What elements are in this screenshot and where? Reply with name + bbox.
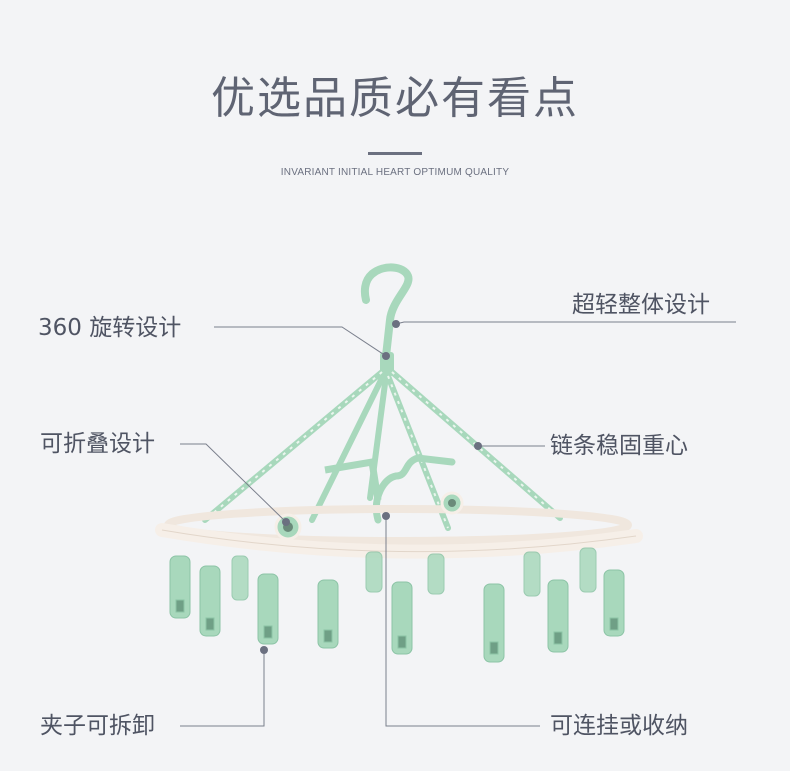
clip [391, 581, 413, 655]
page-subtitle: INVARIANT INITIAL HEART OPTIMUM QUALITY [280, 167, 510, 178]
clip [523, 551, 541, 597]
clip [169, 555, 191, 619]
leader-fold [180, 443, 287, 523]
clip [231, 555, 249, 601]
callout-clips: 夹子可拆卸 [40, 713, 155, 739]
callout-rotate: 360 旋转设计 [38, 315, 182, 341]
clothes-clips [169, 547, 625, 663]
leader-dots [260, 320, 482, 654]
clip [365, 551, 383, 593]
hanger-chains [202, 369, 563, 531]
callout-hang: 可连挂或收纳 [550, 713, 688, 739]
callout-fold: 可折叠设计 [40, 431, 155, 457]
leader-lines [180, 321, 736, 727]
clip [579, 547, 597, 593]
clip [257, 573, 279, 645]
clip [603, 569, 625, 637]
clip [317, 579, 339, 649]
hanger-arm [324, 457, 382, 501]
leader-clips [180, 650, 265, 727]
clip [483, 583, 505, 663]
clip [427, 553, 445, 595]
hanger-arm-hook [373, 454, 456, 524]
hanger-hook [360, 263, 413, 360]
page-title: 优选品质必有看点 [211, 73, 579, 124]
callout-chain: 链条稳固重心 [550, 433, 688, 459]
leader-rotate [214, 326, 387, 357]
title-divider [368, 152, 422, 155]
callout-light: 超轻整体设计 [572, 292, 710, 318]
leader-light [395, 321, 736, 325]
leader-hang [385, 516, 540, 727]
clip [547, 579, 569, 653]
clip [199, 565, 221, 637]
